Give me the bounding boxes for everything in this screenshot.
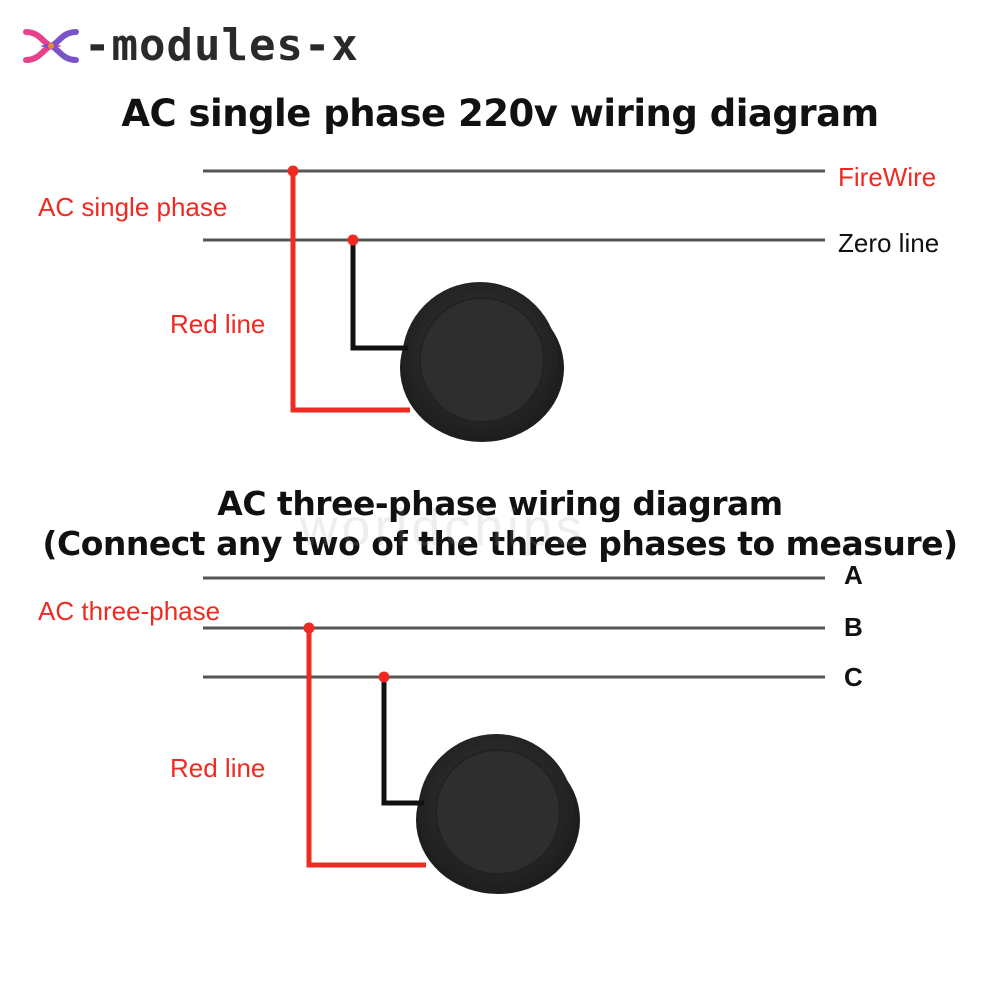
phase-c-label: C: [844, 662, 863, 692]
single-phase-red-wire: [290, 171, 410, 413]
three-phase-title: AC three-phase wiring diagram: [217, 484, 783, 523]
watermark: worldchips: [300, 499, 586, 557]
zero-line-label: Zero line: [838, 228, 940, 258]
three-phase-subtitle: (Connect any two of the three phases to …: [42, 524, 958, 563]
three-phase-black-wire: [381, 677, 424, 806]
phase-c-junction: [378, 671, 390, 683]
single-phase-sensor: [400, 282, 564, 442]
brand-header: -modules-x: [22, 18, 359, 74]
three-phase-red-wire: [306, 628, 426, 868]
firewire-junction: [287, 165, 299, 177]
x-modules-logo-icon: [23, 29, 79, 63]
single-phase-source-label: AC single phase: [38, 192, 228, 222]
three-phase-sensor: [416, 734, 580, 894]
firewire-label: FireWire: [838, 162, 937, 192]
phase-b-label: B: [844, 612, 863, 642]
three-phase-wire-label: Red line: [170, 753, 266, 783]
zero-line-junction: [347, 234, 359, 246]
brand-name: -modules-x: [84, 20, 359, 71]
single-phase-black-wire: [350, 240, 408, 351]
phase-a-label: A: [844, 560, 863, 590]
single-phase-title: AC single phase 220v wiring diagram: [121, 92, 879, 135]
three-phase-source-label: AC three-phase: [38, 596, 221, 626]
phase-b-junction: [303, 622, 315, 634]
single-phase-wire-label: Red line: [170, 309, 266, 339]
